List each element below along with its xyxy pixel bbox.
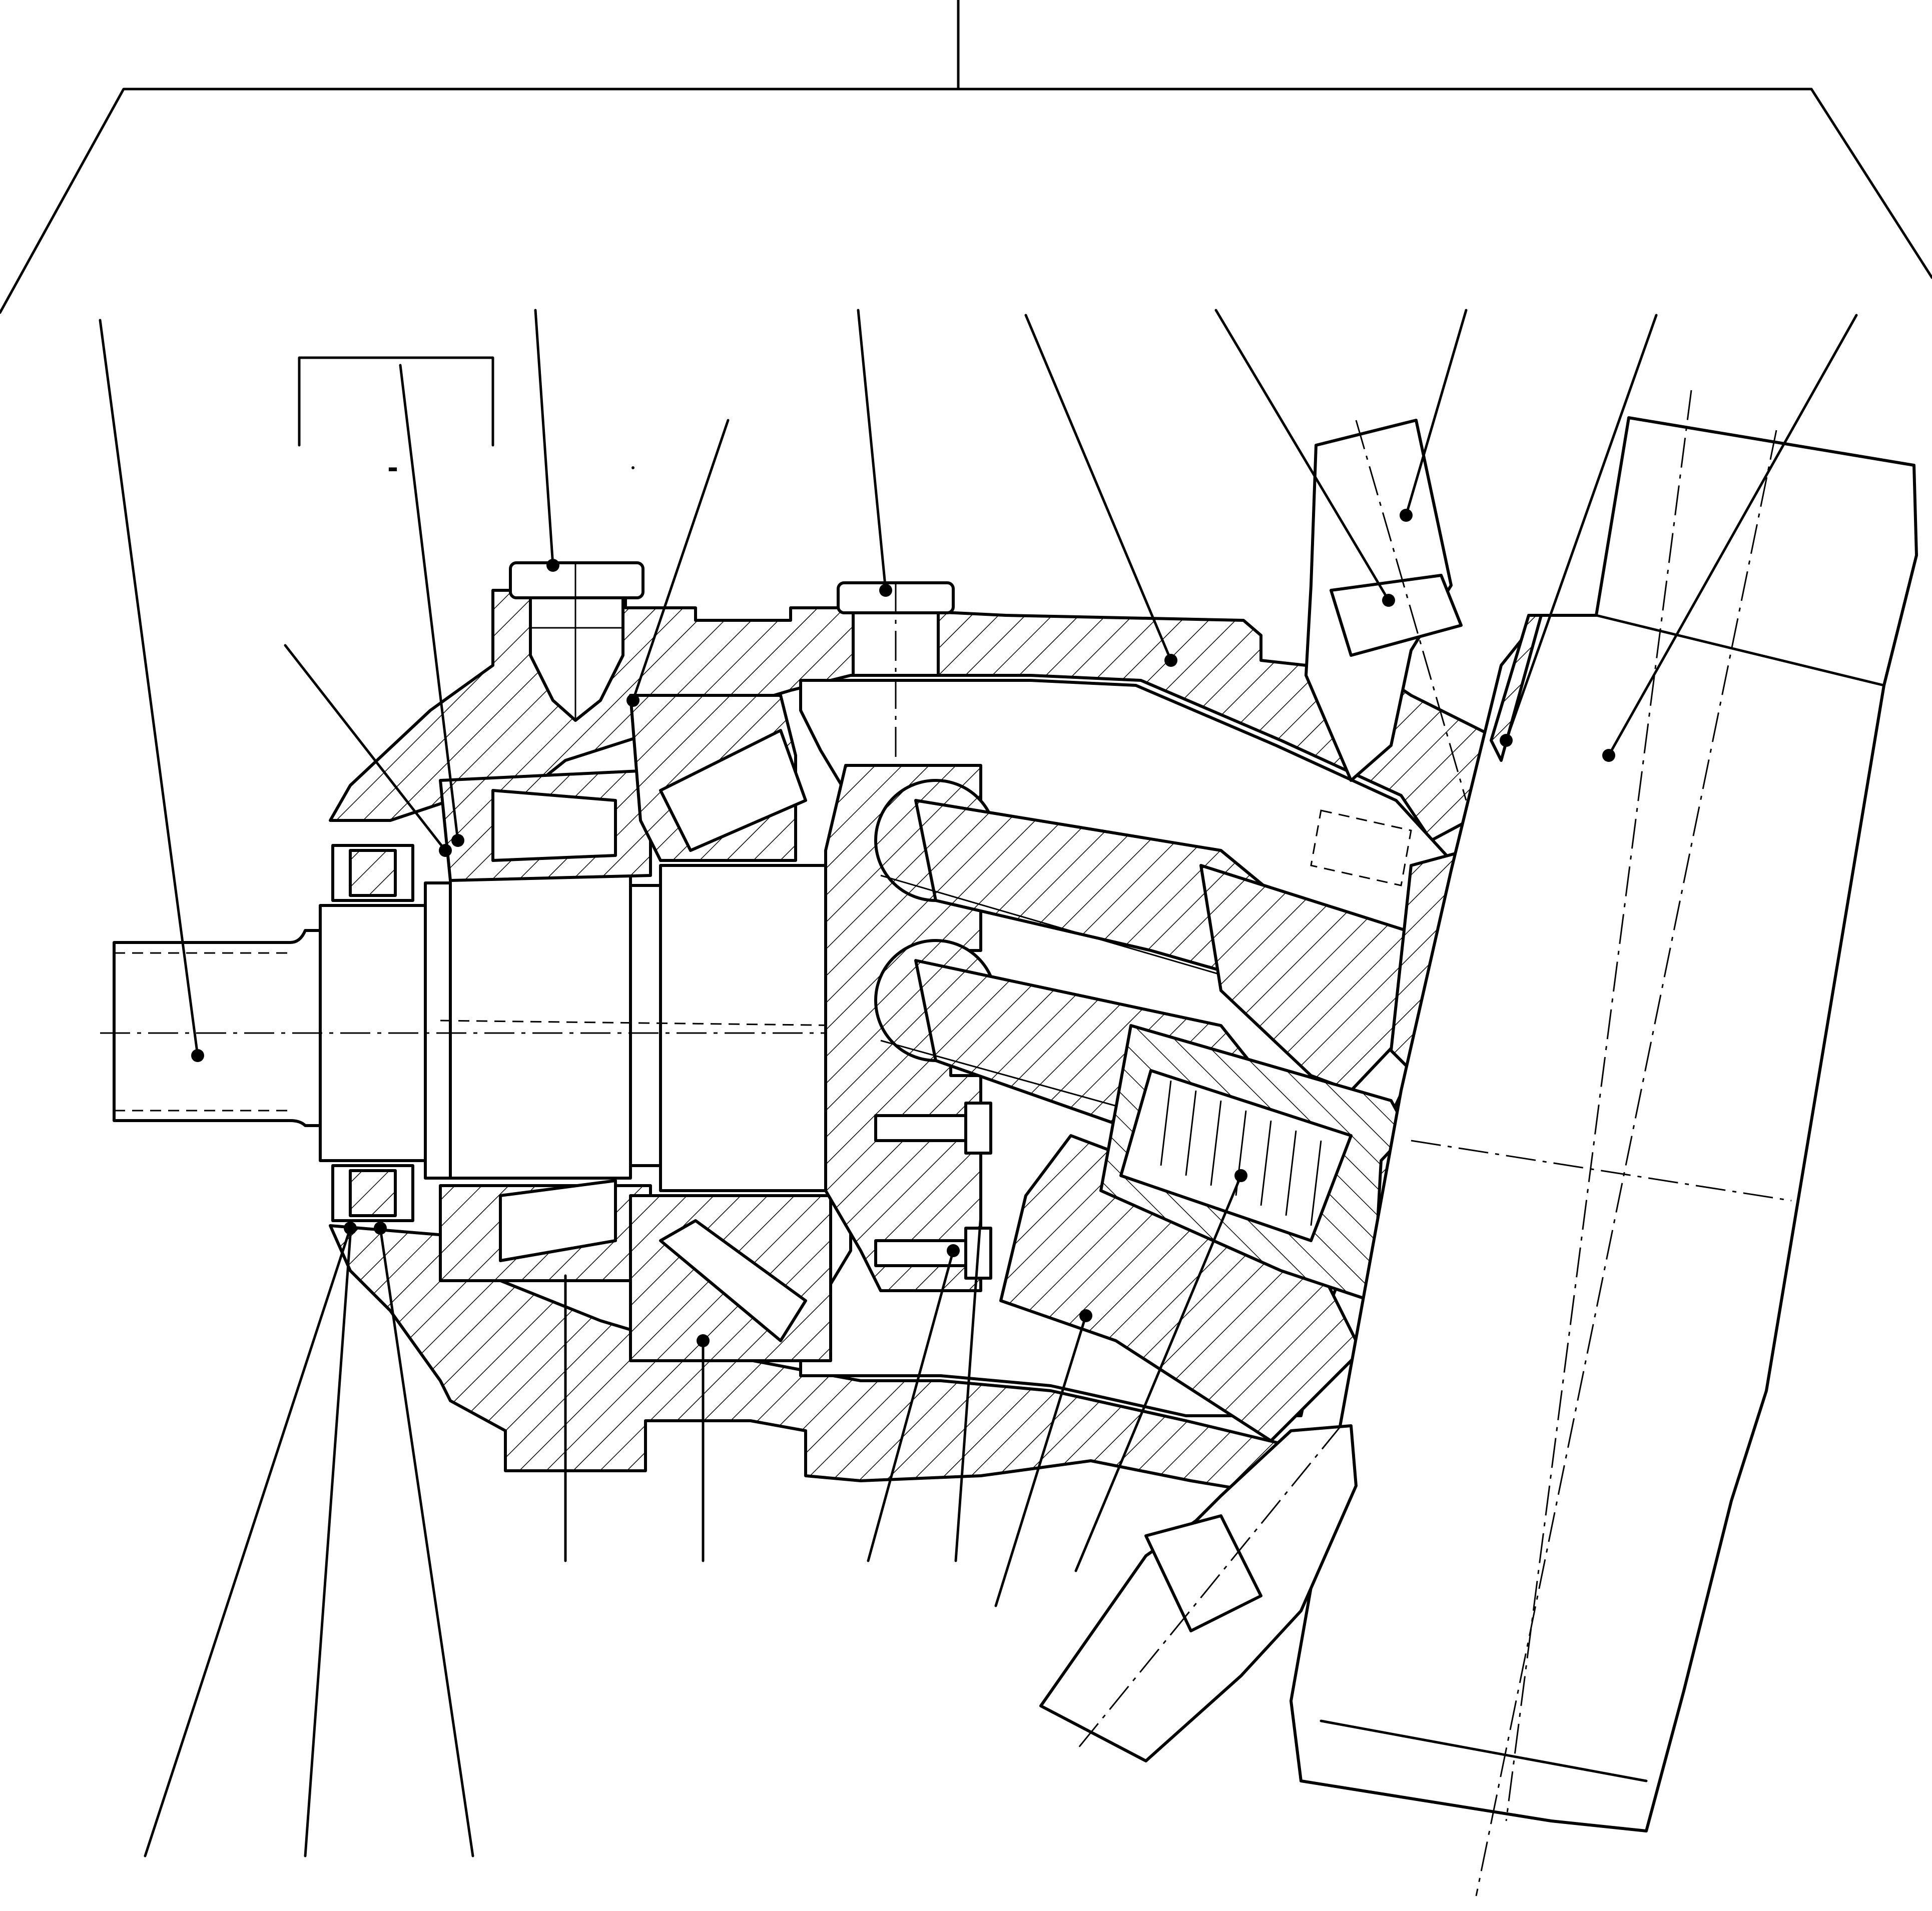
callout-seal-bearing [374,1222,474,1857]
callout-o-ring [1500,314,1658,747]
shaft [100,864,851,1192]
callout-spring [1074,1169,1247,1572]
callout-housing [1024,314,1177,667]
spring [1119,1069,1353,1242]
callout-stop-screw [1400,309,1468,522]
stop-screw-top [1305,419,1467,801]
callout-output-shaft [99,319,204,1062]
callout-circlip [626,419,730,707]
center-mark [631,466,634,469]
group-box: - [298,356,494,485]
hidden-nut [1310,809,1412,886]
taper-bearing-rear [629,694,832,1362]
callout-retaining-ring [284,644,452,857]
rear-cover [1290,390,1918,1896]
callout-plug-front [534,309,559,572]
group-bracket [0,0,1932,314]
callout-seal-ring [304,1234,352,1857]
callout-cap-screw [867,1244,960,1562]
shaft-seal [331,844,414,1222]
callout-retainer-plate [954,1214,982,1562]
callout-shim [144,1222,357,1857]
callout-leaders [99,309,1858,1857]
callout-spacer-ring [399,364,464,847]
piston-upper [874,779,1308,982]
callout-plug-top [857,309,892,597]
callout-port-plate [1602,314,1858,762]
callout-cylinder-block [994,1309,1092,1607]
callout-taper-bearing-rear [697,1334,710,1562]
plug-front [509,561,645,722]
callout-nut [1214,309,1395,607]
group-box-label: - [387,449,398,485]
stop-screw-bottom [1039,1424,1358,1762]
